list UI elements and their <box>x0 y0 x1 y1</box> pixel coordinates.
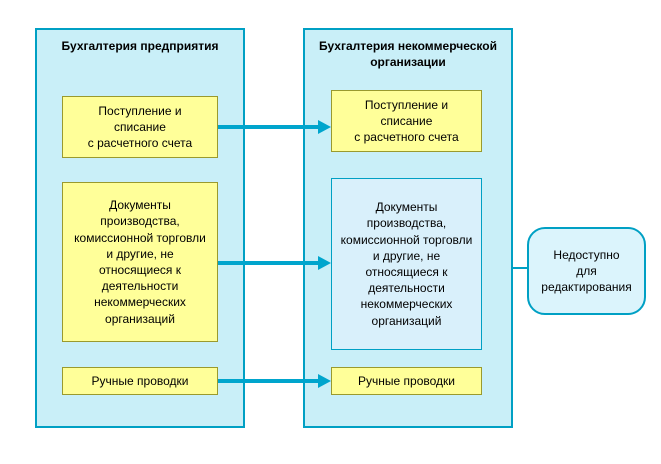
callout-connector-line <box>513 267 528 269</box>
arrow-manual-entries <box>218 374 331 388</box>
left-box-production-docs: Документы производства, комиссионной тор… <box>62 182 218 342</box>
arrow-bank-operations <box>218 120 331 134</box>
arrow-head-icon <box>318 256 331 270</box>
enterprise-accounting-panel: Бухгалтерия предприятия Поступление и сп… <box>35 28 245 428</box>
right-box-manual-entries: Ручные проводки <box>331 367 482 395</box>
right-box-bank-operations: Поступление и списание с расчетного счет… <box>331 90 482 152</box>
arrow-line <box>218 261 318 265</box>
arrow-line <box>218 125 318 129</box>
not-editable-label: Недоступно для редактирования <box>541 247 632 295</box>
enterprise-accounting-title: Бухгалтерия предприятия <box>61 39 219 53</box>
nonprofit-accounting-title: Бухгалтерия некоммерческой организации <box>319 39 497 70</box>
left-box-bank-operations: Поступление и списание с расчетного счет… <box>62 96 218 158</box>
right-box-production-docs-disabled: Документы производства, комиссионной тор… <box>331 178 482 350</box>
arrow-head-icon <box>318 120 331 134</box>
left-box-manual-entries: Ручные проводки <box>62 367 218 395</box>
arrow-production-docs <box>218 256 331 270</box>
not-editable-callout: Недоступно для редактирования <box>527 227 646 315</box>
arrow-head-icon <box>318 374 331 388</box>
arrow-line <box>218 379 318 383</box>
nonprofit-accounting-panel: Бухгалтерия некоммерческой организации П… <box>303 28 513 428</box>
